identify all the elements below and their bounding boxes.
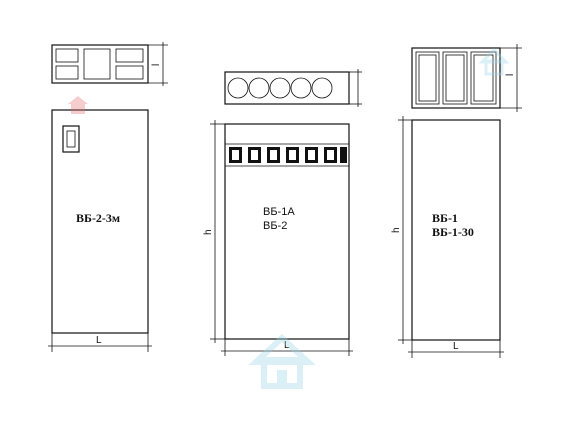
unit-vb-1a: ВБ-1А ВБ-2 h L xyxy=(203,69,362,389)
unit-vb-1: l ВБ-1 ВБ-1-30 h L xyxy=(391,44,522,358)
unit-label-vb-1: ВБ-1 xyxy=(432,211,458,225)
length-dim-label-3: L xyxy=(453,341,459,352)
unit-label-vb-1-30: ВБ-1-30 xyxy=(432,225,474,239)
unit-label-vb-2-3m: ВБ-2-3м xyxy=(76,211,120,225)
unit-label-vb-1a: ВБ-1А xyxy=(263,206,295,218)
watermark-house-icon xyxy=(68,96,88,114)
unit-label-vb-2: ВБ-2 xyxy=(263,220,287,232)
window-band xyxy=(229,147,347,163)
front-view-vb-1: ВБ-1 ВБ-1-30 h L xyxy=(391,116,504,358)
unit-vb-2-3m: l ВБ-2-3м L xyxy=(48,42,168,352)
height-dim-label-3: h xyxy=(391,227,402,233)
top-view-vb-1a xyxy=(224,69,362,107)
top-view-vb-1: l xyxy=(411,44,522,112)
length-dim-label-2: L xyxy=(284,340,290,351)
front-view-vb-1a: ВБ-1А ВБ-2 h L xyxy=(203,120,353,356)
watermark-house-icon-2 xyxy=(248,333,316,389)
width-dim-label: l xyxy=(151,64,162,66)
window-slot xyxy=(62,125,80,153)
length-dim-label: L xyxy=(96,335,102,346)
front-view-vb-2-3m: ВБ-2-3м L xyxy=(48,109,152,352)
watermark-house-icon-3 xyxy=(478,47,510,76)
width-dim-label-3: l xyxy=(505,74,516,76)
height-dim-label: h xyxy=(203,229,214,235)
top-view-vb-2-3m: l xyxy=(51,42,168,86)
